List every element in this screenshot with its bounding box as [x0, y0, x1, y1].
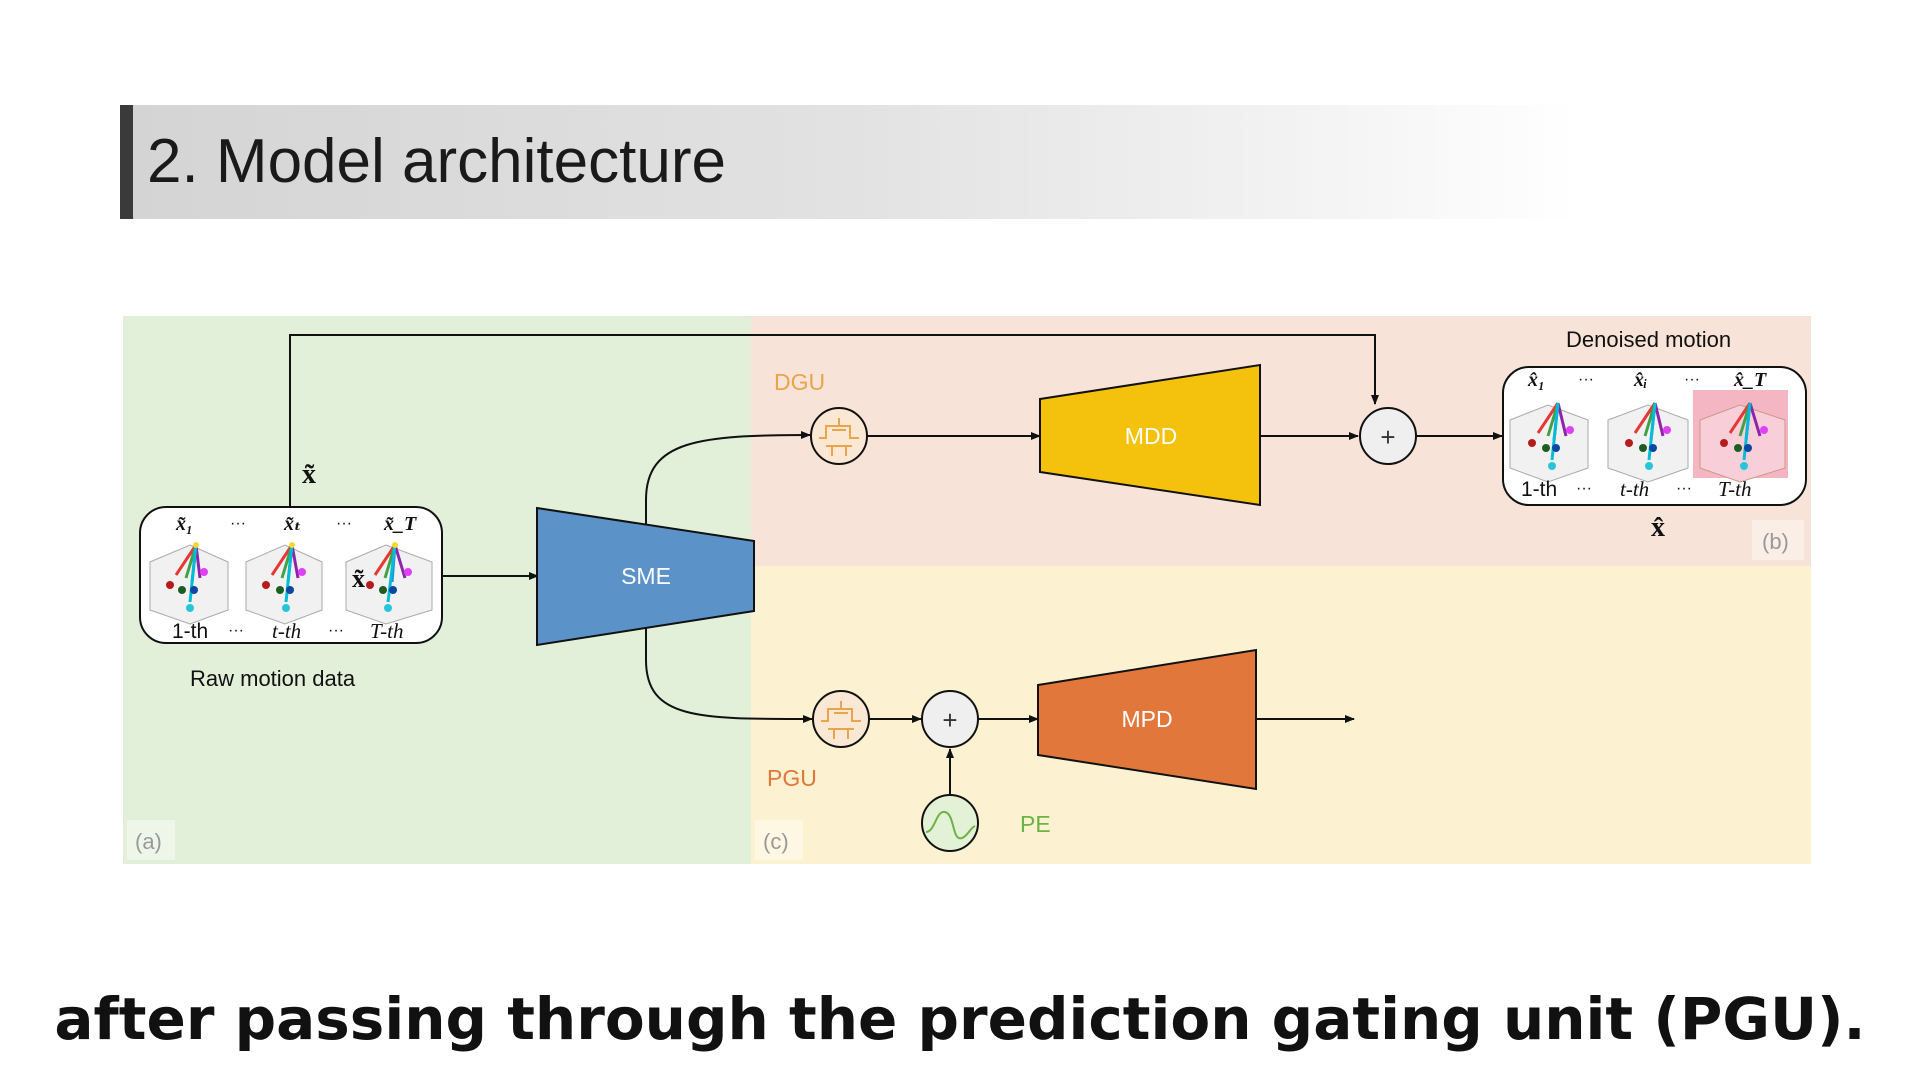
- positional-encoding-node: [921, 794, 979, 852]
- raw-motion-symbol: x̃: [302, 459, 316, 490]
- caption-subtitle: after passing through the prediction gat…: [54, 985, 1866, 1053]
- denoised-ellipsis-4: ···: [1676, 480, 1692, 497]
- panel-c: [751, 566, 1811, 864]
- skeleton-frame-1: [149, 542, 229, 625]
- denoised-skeleton-frame-1: [1509, 402, 1589, 483]
- raw-frame-label-t: t-th: [272, 619, 301, 643]
- raw-motion-caption: Raw motion data: [190, 666, 356, 691]
- raw-frame-label-1: 1-th: [172, 620, 208, 643]
- dgu-label: DGU: [774, 369, 825, 395]
- denoised-frame-label-1: 1-th: [1521, 478, 1557, 501]
- mdd-block: [1039, 363, 1261, 507]
- denoised-motion-caption: Denoised motion: [1566, 327, 1731, 352]
- raw-ellipsis-4: ···: [328, 622, 344, 639]
- denoised-frame-symbol-i: x̂ᵢ: [1633, 369, 1647, 391]
- residual-add-node: +: [1359, 407, 1417, 465]
- raw-motion-box: x̃ x̃₁ ··· x̃ₜ ··· x̃_T 1-th ··· t-th ··…: [139, 506, 443, 644]
- raw-frame-symbol-1: x̃₁: [175, 513, 193, 535]
- dgu-gate: [810, 407, 868, 465]
- skip-connection-arrow: [289, 334, 1379, 507]
- skeleton-frame-T: [345, 542, 433, 625]
- sme-block: [536, 506, 755, 647]
- title-band: [120, 105, 1740, 219]
- sme-to-pgu-arrow: [645, 628, 813, 724]
- pgu-gate: [812, 690, 870, 748]
- panel-label-b: (b): [1762, 529, 1789, 554]
- mpd-label: MPD: [1121, 706, 1172, 732]
- pe-add-node: +: [921, 690, 979, 748]
- raw-ellipsis-3: ···: [228, 622, 244, 639]
- sme-to-dgu-arrow: [645, 431, 811, 525]
- denoised-motion-box: x̂₁ ··· x̂ᵢ ··· x̂_T 1-th ··· t-th ··· T…: [1502, 366, 1807, 506]
- svg-text:+: +: [942, 705, 957, 735]
- denoised-ellipsis-3: ···: [1576, 480, 1592, 497]
- raw-frame-label-T: T-th: [370, 619, 403, 643]
- slide-title: 2. Model architecture: [147, 127, 726, 196]
- denoised-ellipsis-2: ···: [1684, 371, 1700, 388]
- pgu-label: PGU: [767, 765, 817, 791]
- panel-label-a: (a): [135, 829, 162, 854]
- denoised-frame-label-t: t-th: [1620, 477, 1649, 501]
- panel-label-c: (c): [763, 829, 789, 854]
- denoised-skeleton-frame-T: [1693, 390, 1788, 483]
- denoised-motion-symbol: x̂: [1651, 512, 1665, 543]
- mdd-label: MDD: [1125, 423, 1177, 449]
- denoised-frame-symbol-1: x̂₁: [1527, 369, 1545, 391]
- raw-frame-symbol-T: x̃_T: [383, 513, 417, 535]
- title-accent-bar: [120, 105, 133, 219]
- denoised-frame-label-T: T-th: [1718, 477, 1751, 501]
- denoised-frame-symbol-T: x̂_T: [1733, 369, 1767, 391]
- skeleton-frame-t: [245, 542, 323, 625]
- denoised-ellipsis-1: ···: [1578, 371, 1594, 388]
- raw-frame-symbol-t: x̃ₜ: [283, 513, 301, 535]
- svg-text:+: +: [1380, 422, 1395, 452]
- mpd-block: [1037, 648, 1257, 791]
- denoised-skeleton-frame-t: [1607, 402, 1689, 483]
- raw-ellipsis-1: ···: [230, 515, 246, 532]
- sme-label: SME: [621, 563, 671, 589]
- pe-label: PE: [1020, 811, 1051, 837]
- raw-ellipsis-2: ···: [336, 515, 352, 532]
- raw-overlap-symbol: x̃: [352, 564, 365, 593]
